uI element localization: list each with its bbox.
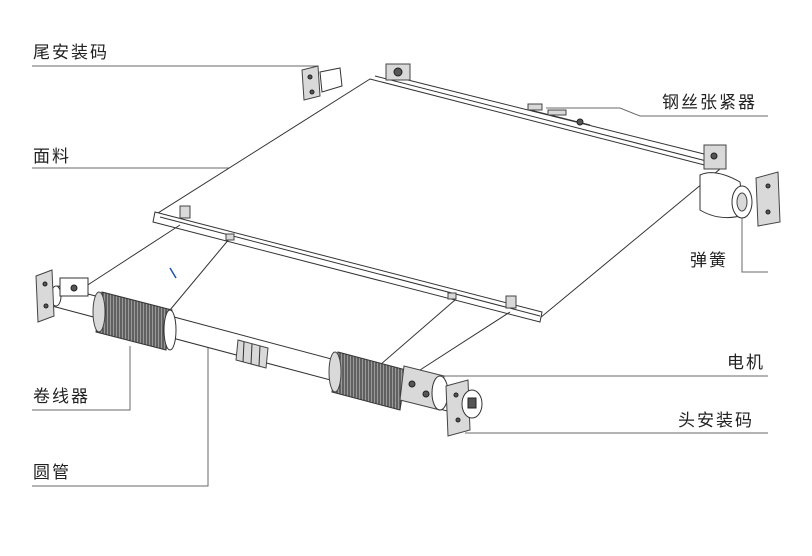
motor-part <box>399 365 449 411</box>
label-tail-mount: 尾安装码 <box>33 43 109 63</box>
bar-end-caps <box>179 205 517 309</box>
winder-part <box>92 291 407 411</box>
label-head-mount: 头安装码 <box>678 411 754 431</box>
spring-part <box>731 171 781 227</box>
fabric-panel <box>79 75 745 371</box>
label-fabric: 面料 <box>33 147 71 167</box>
tail-end-bracket <box>35 267 177 323</box>
label-spring: 弹簧 <box>690 251 728 271</box>
tail-mount-part <box>301 63 411 101</box>
label-wire-tensioner: 钢丝张紧器 <box>662 93 757 113</box>
tensioner-bracket <box>703 144 727 170</box>
label-round-tube: 圆管 <box>33 463 71 483</box>
wire-tensioner-part <box>527 103 584 126</box>
label-motor: 电机 <box>727 353 765 373</box>
head-mount-part <box>445 379 483 437</box>
label-winder: 卷线器 <box>33 387 90 407</box>
